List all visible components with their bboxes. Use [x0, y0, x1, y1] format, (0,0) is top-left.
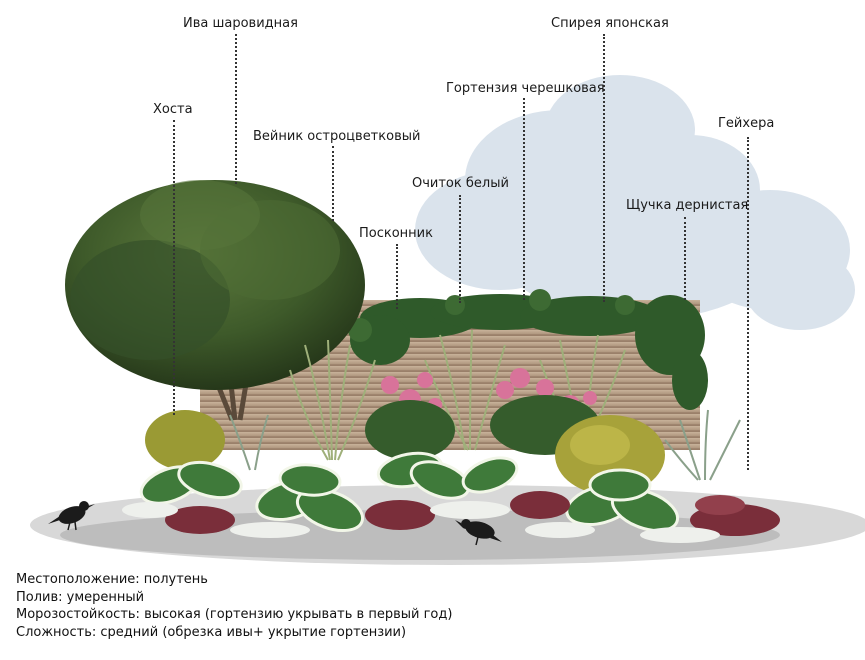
blackbird-right: [455, 519, 502, 546]
leader-spireya: [603, 34, 605, 302]
leader-posk: [396, 244, 398, 309]
hostas: [139, 451, 680, 533]
label-hosta: Хоста: [153, 102, 193, 117]
leader-ochitok: [459, 195, 461, 303]
label-ochitok: Очиток белый: [412, 176, 509, 191]
info-difficulty: Сложность: средний (обрезка ивы+ укрытие…: [16, 624, 407, 640]
label-gort: Гортензия черешковая: [446, 81, 605, 96]
info-watering: Полив: умеренный: [16, 589, 145, 605]
blackbird-left: [48, 501, 95, 531]
leader-shchuchka: [684, 217, 686, 300]
label-geykhera: Гейхера: [718, 116, 775, 131]
label-iva: Ива шаровидная: [183, 16, 298, 31]
leader-iva: [235, 34, 237, 184]
growing-conditions: Местоположение: полутень Полив: умеренны…: [16, 571, 452, 641]
info-location: Местоположение: полутень: [16, 572, 208, 587]
willow-crown: [65, 180, 365, 390]
heucheras: [165, 491, 780, 536]
cloud: [415, 75, 855, 330]
leader-geykhera: [747, 137, 749, 470]
climbing-hydrangea: [348, 289, 708, 410]
ornamental-grass: [289, 329, 626, 461]
label-posk: Посконник: [359, 226, 433, 241]
deschampsia-grass: [229, 409, 741, 481]
label-shchuchka: Щучка дернистая: [626, 198, 749, 213]
leader-gort: [523, 98, 525, 300]
info-hardiness: Морозостойкость: высокая (гортензию укры…: [16, 607, 453, 622]
leader-hosta: [173, 120, 175, 415]
white-sedum: [122, 501, 720, 543]
label-spireya: Спирея японская: [551, 16, 669, 31]
label-veinik: Вейник остроцветковый: [253, 129, 421, 144]
leader-veinik: [332, 146, 334, 221]
